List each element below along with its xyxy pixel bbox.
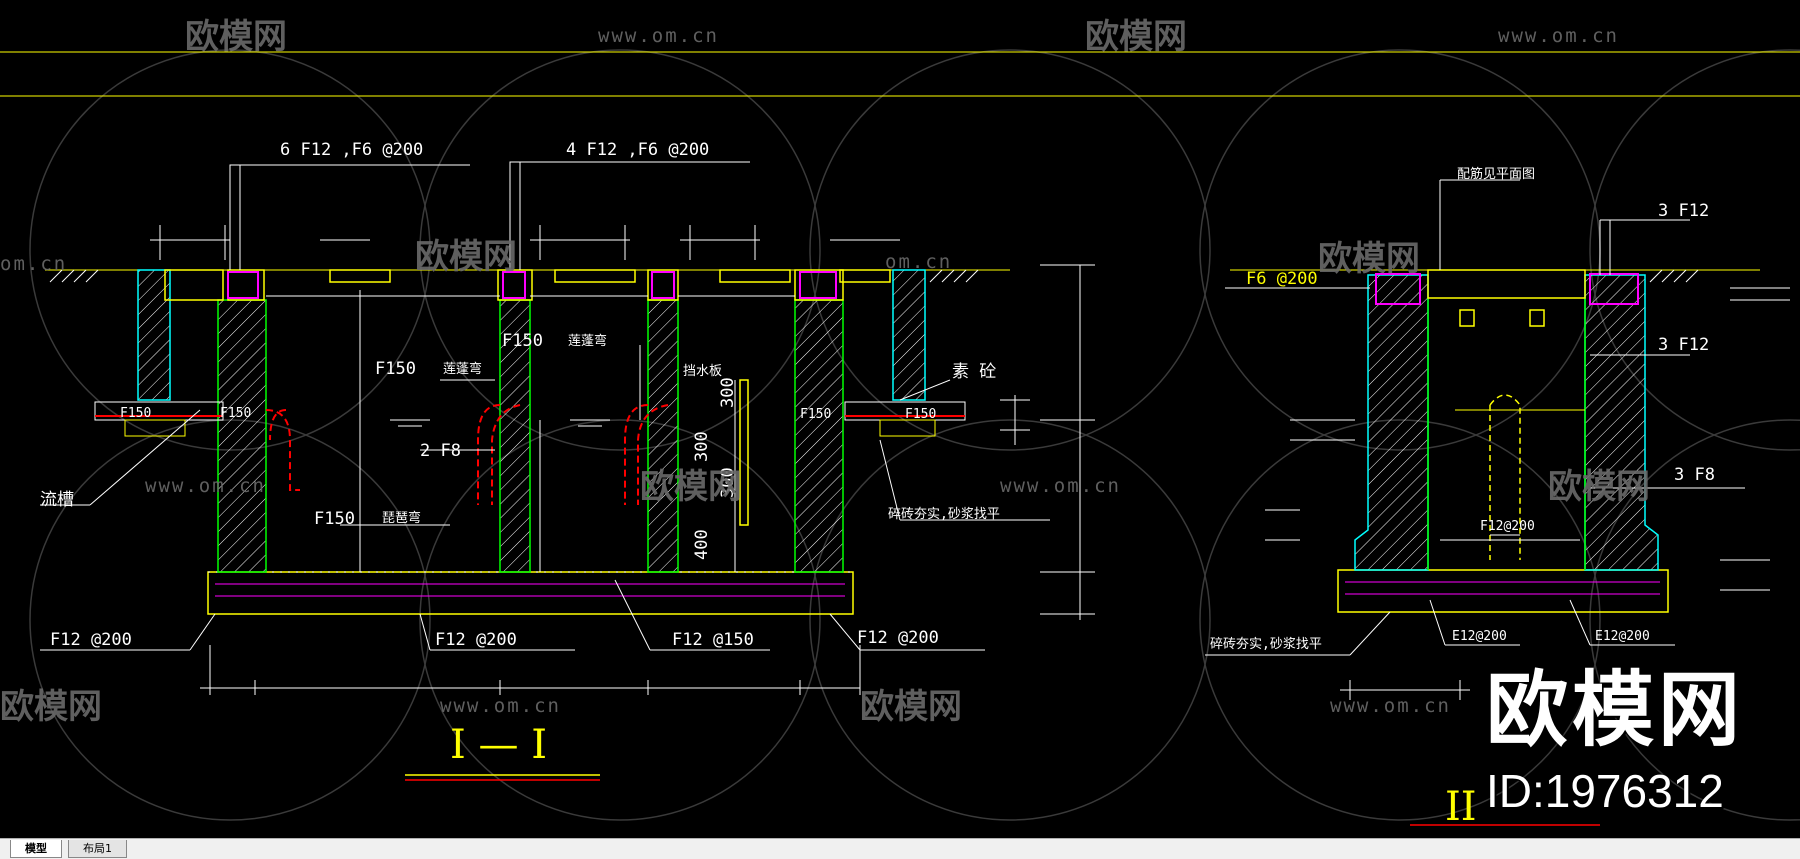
label-small-f150-d: F150 xyxy=(905,407,936,422)
label-plain-concrete: 素 砼 xyxy=(952,362,996,382)
watermark-logo: 欧模网 xyxy=(1548,467,1650,507)
label-f12-200-b: F12 @200 xyxy=(435,630,517,650)
frame-lines xyxy=(0,51,1800,97)
watermark-url: www.om.cn xyxy=(440,695,561,717)
annotation-labels: 6 F12 ,F6 @200 4 F12 ,F6 @200 F150 F150 … xyxy=(40,140,1715,652)
label-right-3f8: 3 F8 xyxy=(1674,465,1715,485)
label-right-e12-a: E12@200 xyxy=(1452,629,1507,644)
label-rebar-top-left: 6 F12 ,F6 @200 xyxy=(280,140,423,160)
watermark-logo: 欧模网 xyxy=(185,17,287,57)
watermark-logo: 欧模网 xyxy=(415,237,517,277)
layout-tab-bar: 模型 布局1 xyxy=(0,838,1800,859)
brand-id: ID:1976312 xyxy=(1485,765,1724,817)
label-f150-mid: F150 xyxy=(502,331,543,351)
brand-watermark: 欧模网 ID:1976312 xyxy=(1486,670,1744,818)
label-dim-300-a: 300 xyxy=(718,377,738,408)
label-two-f8: 2 F8 xyxy=(420,441,461,461)
left-section xyxy=(40,161,1095,781)
section-labels: F6 @200 I — I II xyxy=(450,269,1477,830)
label-pipe-bend-2: 莲蓬弯 xyxy=(568,333,607,349)
right-section xyxy=(1205,179,1790,826)
watermark-logo: 欧模网 xyxy=(0,687,102,727)
label-small-f150-c: F150 xyxy=(800,407,831,422)
label-f12-200-a: F12 @200 xyxy=(50,630,132,650)
label-section-2: II xyxy=(1445,784,1477,830)
brand-name: 欧模网 xyxy=(1485,663,1744,758)
tab-layout1[interactable]: 布局1 xyxy=(68,840,127,858)
label-right-3f12-b: 3 F12 xyxy=(1658,335,1709,355)
watermark-url: www.om.cn xyxy=(598,25,719,47)
watermark-url: om.cn xyxy=(885,251,952,273)
label-baffle: 挡水板 xyxy=(683,364,722,379)
label-f12-150: F12 @150 xyxy=(672,630,754,650)
label-f150-bottom: F150 xyxy=(314,509,355,529)
watermark-url: www.om.cn xyxy=(1498,25,1619,47)
watermark-url: om.cn xyxy=(0,253,67,275)
watermark-url: www.om.cn xyxy=(1330,695,1451,717)
label-dim-300-b: 300 xyxy=(692,431,712,462)
label-gutter: 流槽 xyxy=(40,490,74,510)
watermark-logo: 欧模网 xyxy=(1085,17,1187,57)
label-small-f150-a: F150 xyxy=(120,406,151,421)
label-brick-fill: 碎砖夯实,砂浆找平 xyxy=(888,507,1000,522)
watermark-logo: 欧模网 xyxy=(860,687,962,727)
label-right-f6-200: F6 @200 xyxy=(1246,269,1318,289)
label-f12-200-c: F12 @200 xyxy=(857,628,939,648)
watermark-url: www.om.cn xyxy=(1000,475,1121,497)
label-right-rebar-note: 配筋见平面图 xyxy=(1457,166,1535,182)
label-f150-left: F150 xyxy=(375,359,416,379)
cad-drawing-area[interactable]: 6 F12 ,F6 @200 4 F12 ,F6 @200 F150 F150 … xyxy=(0,0,1800,838)
label-section-1: I — I xyxy=(450,722,547,768)
label-pipe-bend-1: 莲蓬弯 xyxy=(443,361,482,377)
label-dim-400: 400 xyxy=(692,529,712,560)
label-rebar-top-mid: 4 F12 ,F6 @200 xyxy=(566,140,709,160)
watermark-url: www.om.cn xyxy=(145,475,266,497)
watermark-logo: 欧模网 xyxy=(640,467,742,507)
watermarks: 欧模网 www.om.cn 欧模网 www.om.cn om.cn 欧模网 om… xyxy=(0,17,1650,727)
label-right-3f12-a: 3 F12 xyxy=(1658,201,1709,221)
label-small-f150-b: F150 xyxy=(220,406,251,421)
label-dim-300-c: 300 xyxy=(718,467,738,498)
tab-model[interactable]: 模型 xyxy=(10,840,62,858)
label-right-f12-200-mid: F12@200 xyxy=(1480,519,1535,534)
label-right-e12-b: E12@200 xyxy=(1595,629,1650,644)
label-brick-fill-right: 碎砖夯实,砂浆找平 xyxy=(1210,637,1322,652)
section-drawing: 6 F12 ,F6 @200 4 F12 ,F6 @200 F150 F150 … xyxy=(0,17,1800,830)
watermark-logo: 欧模网 xyxy=(1318,239,1420,279)
label-pipe-bend-3: 琵琶弯 xyxy=(382,510,421,526)
